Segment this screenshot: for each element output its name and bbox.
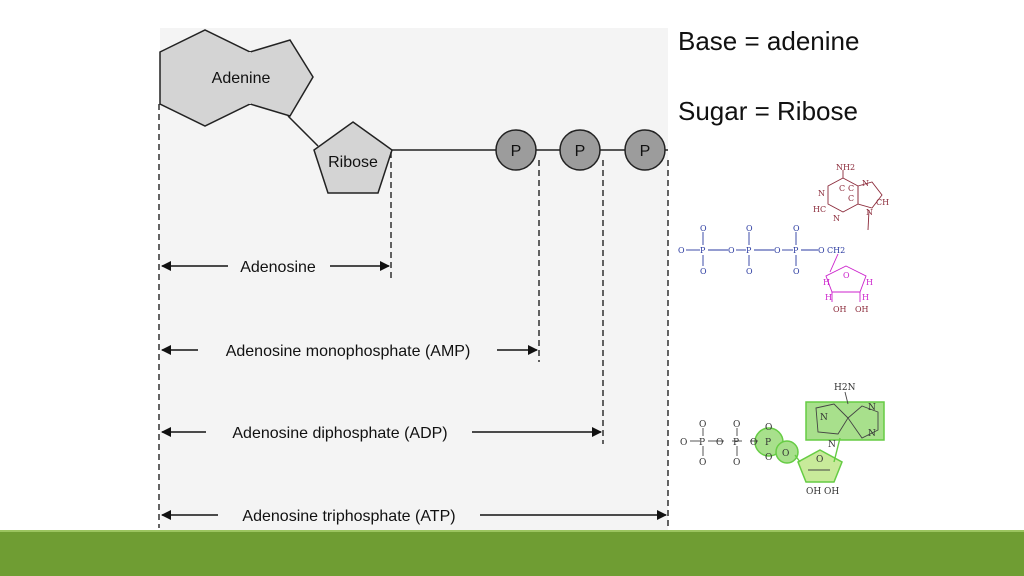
- hydroxyl: OH: [824, 487, 839, 497]
- hydroxyl: OH: [833, 305, 847, 314]
- oxygen-atom: O: [700, 224, 707, 233]
- sugar-oxygen: O: [816, 455, 823, 465]
- sugar-caption: Sugar = Ribose: [678, 96, 858, 126]
- oxygen-atom: O: [765, 423, 772, 433]
- adenine-base: Adenine: [159, 29, 314, 127]
- phosphorus-atom: P: [746, 246, 752, 255]
- sugar-hydrogen: H: [825, 293, 832, 302]
- phosphate-group-1: P: [495, 129, 537, 171]
- ch2-label: CH2: [827, 246, 845, 255]
- span-label: Adenosine triphosphate (ATP): [242, 508, 455, 525]
- oxygen-atom: O: [699, 420, 706, 430]
- phosphorus-atom: P: [765, 438, 771, 448]
- phosphate-group-3: P: [624, 129, 666, 171]
- span-label: Adenosine diphosphate (ADP): [232, 425, 447, 442]
- hydroxyl: OH: [855, 305, 869, 314]
- atp-structure-top: NH2 N N HC N N CH C C C O: [678, 163, 889, 314]
- oxygen-atom: O: [733, 420, 740, 430]
- base-sugar-bond: [287, 115, 319, 147]
- span-label: Adenosine: [240, 259, 316, 276]
- phosphorus-atom: P: [793, 246, 799, 255]
- footer-band: [0, 532, 1024, 576]
- ring-atom: N: [818, 189, 825, 198]
- oxygen-atom: O: [746, 267, 753, 276]
- ring-atom: N: [868, 403, 876, 413]
- dashed-guides: [158, 104, 669, 528]
- ring-atom: N: [828, 440, 836, 450]
- oxygen-atom: O: [700, 267, 707, 276]
- span-adp: Adenosine diphosphate (ADP): [161, 425, 602, 442]
- oxygen-atom: O: [716, 438, 723, 448]
- span-atp: Adenosine triphosphate (ATP): [161, 508, 667, 525]
- adenine-label: Adenine: [212, 70, 271, 87]
- amine-label: NH2: [836, 163, 855, 172]
- span-label: Adenosine monophosphate (AMP): [226, 343, 471, 360]
- oxygen-atom: O: [680, 438, 687, 448]
- diagram-panel: [160, 28, 668, 533]
- sugar-highlight: [797, 449, 843, 483]
- sugar-hydrogen: H: [823, 278, 830, 287]
- ring-atom: HC: [813, 205, 826, 214]
- ring-atom: C: [848, 184, 854, 193]
- oxygen-atom: O: [774, 246, 781, 255]
- oxygen-atom: O: [678, 246, 685, 255]
- amine-label: H2N: [834, 383, 856, 393]
- ring-atom: C: [839, 184, 845, 193]
- sugar-hydrogen: H: [866, 278, 873, 287]
- footer-accent-line: [0, 530, 1024, 533]
- oxygen-atom: O: [765, 453, 772, 463]
- phosphate-label: P: [511, 143, 522, 160]
- span-adenosine: Adenosine: [161, 259, 390, 276]
- phosphorus-atom: P: [700, 246, 706, 255]
- oxygen-atom: O: [793, 267, 800, 276]
- hydroxyl: OH: [806, 487, 821, 497]
- ribose-label: Ribose: [328, 154, 378, 171]
- ring-atom: N: [862, 179, 869, 188]
- phosphate-group-2: P: [559, 129, 601, 171]
- phosphate-highlight: [775, 440, 799, 464]
- oxygen-atom: O: [728, 246, 735, 255]
- ring-atom: CH: [876, 198, 889, 207]
- oxygen-atom: O: [699, 458, 706, 468]
- ring-atom: C: [848, 194, 854, 203]
- ring-atom: N: [868, 429, 876, 439]
- ring-atom: N: [820, 413, 828, 423]
- ring-atom: N: [833, 214, 840, 223]
- sugar-oxygen: O: [843, 271, 850, 280]
- phosphate-label: P: [640, 143, 651, 160]
- sugar-hydrogen: H: [862, 293, 869, 302]
- oxygen-atom: O: [750, 438, 757, 448]
- oxygen-atom: O: [818, 246, 825, 255]
- atp-structure-bottom: H2N N N N N O O O O O O O O O O P P P O …: [680, 383, 885, 497]
- base-caption: Base = adenine: [678, 26, 860, 56]
- phosphate-label: P: [575, 143, 586, 160]
- phosphorus-atom: P: [699, 438, 705, 448]
- ring-atom: N: [866, 208, 873, 217]
- ribose-sugar: Ribose: [313, 121, 393, 194]
- phosphorus-atom: P: [733, 438, 739, 448]
- oxygen-atom: O: [746, 224, 753, 233]
- oxygen-atom: O: [733, 458, 740, 468]
- span-amp: Adenosine monophosphate (AMP): [161, 343, 538, 360]
- oxygen-atom: O: [782, 449, 789, 459]
- oxygen-atom: O: [793, 224, 800, 233]
